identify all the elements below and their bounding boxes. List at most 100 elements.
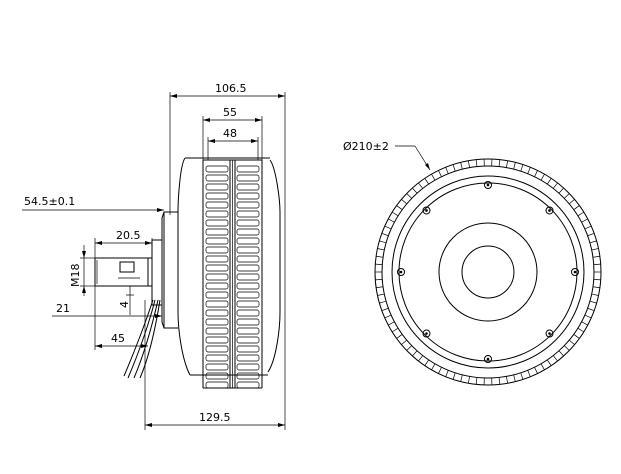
tread-block: [205, 336, 229, 344]
dimension-129-5: 129.5: [144, 300, 286, 430]
front-tread-tick: [424, 178, 430, 185]
tread-block: [205, 210, 229, 218]
front-tread-tick: [475, 159, 478, 167]
front-tread-tick: [381, 233, 389, 237]
bolt-hole: [484, 181, 492, 189]
front-tread-tick: [396, 205, 403, 210]
bolt-hole: [422, 329, 431, 338]
front-tread-tick: [506, 160, 508, 168]
front-tread-tick: [460, 374, 463, 382]
bolt-holes: [397, 181, 579, 363]
dim-4-text: 4: [118, 301, 131, 308]
tread-block: [205, 309, 229, 317]
tread-block: [205, 255, 229, 263]
front-tread-tick: [558, 187, 564, 194]
front-tread-tick: [558, 350, 564, 357]
front-tread-tick: [412, 350, 418, 357]
tread-block: [236, 354, 260, 362]
front-tread-tick: [577, 327, 585, 333]
dim-21-text: 21: [56, 302, 70, 315]
bolt-center: [486, 183, 490, 187]
front-tread-tick: [587, 307, 595, 311]
side-view: 106.5 55 48 54.5±0.1: [22, 82, 286, 430]
outer-tire-circle: [374, 158, 602, 386]
bolt-center: [399, 270, 403, 274]
front-tread-tick: [564, 193, 570, 199]
front-tread-ticks: [375, 159, 601, 385]
dimension-21: 21: [52, 302, 162, 318]
front-tread-tick: [520, 372, 524, 380]
rim-outer-circle: [391, 175, 585, 369]
tread-block: [236, 165, 260, 173]
bolt-center: [548, 209, 551, 212]
front-tread-tick: [391, 211, 399, 217]
front-tread-tick: [384, 314, 392, 319]
tread-block: [205, 354, 229, 362]
front-tread-tick: [520, 164, 524, 172]
tread-block: [236, 183, 260, 191]
tread-block: [236, 228, 260, 236]
rim-inner-circle: [398, 182, 578, 362]
front-tread-tick: [388, 218, 395, 223]
front-tread-tick: [552, 355, 558, 362]
front-tread-tick: [587, 233, 595, 237]
tread-block: [205, 345, 229, 353]
tire-inner-circle: [381, 165, 595, 379]
tread-block: [205, 381, 229, 389]
dim-m18-text: M18: [69, 264, 82, 288]
bolt-hole: [545, 329, 554, 338]
front-tread-tick: [424, 359, 430, 366]
bolt-center: [425, 209, 428, 212]
front-tread-tick: [592, 255, 600, 258]
front-tread-tick: [552, 182, 558, 189]
tread-block: [236, 219, 260, 227]
tread-block: [205, 327, 229, 335]
tread-block: [236, 246, 260, 254]
bolt-center: [548, 332, 551, 335]
front-tread-tick: [564, 345, 570, 351]
tread-block: [205, 246, 229, 254]
dim-55-text: 55: [223, 106, 237, 119]
front-tread-tick: [584, 225, 592, 230]
front-tread-tick: [513, 374, 516, 382]
front-tread-tick: [379, 300, 387, 304]
motor-cables: [123, 299, 161, 379]
bolt-center: [486, 357, 490, 361]
tread-block: [236, 192, 260, 200]
tread-block: [205, 273, 229, 281]
front-tread-tick: [401, 339, 408, 345]
front-tread-tick: [468, 160, 470, 168]
front-tread-tick: [376, 286, 384, 289]
tread-block: [205, 201, 229, 209]
front-tread-tick: [431, 173, 436, 181]
front-tread-tick: [418, 355, 424, 362]
tread-block: [236, 273, 260, 281]
axle-shaft: [94, 257, 148, 287]
dim-20-5-text: 20.5: [116, 229, 141, 242]
tread-block: [236, 291, 260, 299]
motor-body-outline: [177, 157, 281, 389]
bolt-hole: [422, 206, 431, 215]
front-tread-tick: [581, 321, 588, 326]
bolt-center: [425, 332, 428, 335]
tread-block: [205, 318, 229, 326]
front-tread-tick: [406, 345, 412, 351]
front-tread-tick: [498, 159, 501, 167]
dim-45-text: 45: [111, 332, 125, 345]
front-tread-tick: [591, 248, 599, 251]
tread-block: [205, 165, 229, 173]
tread-block: [205, 282, 229, 290]
front-tread-tick: [379, 240, 387, 244]
front-tread-tick: [388, 321, 395, 326]
front-tread-tick: [377, 293, 385, 296]
tread-block: [236, 264, 260, 272]
front-tread-tick: [418, 182, 424, 189]
front-tread-tick: [498, 377, 501, 385]
front-tread-tick: [445, 370, 449, 377]
tread-block: [236, 309, 260, 317]
front-tread-tick: [396, 334, 403, 339]
front-tread-tick: [431, 363, 436, 371]
dimension-55: 55: [202, 106, 263, 160]
front-tread-tick: [568, 199, 575, 205]
front-tread-tick: [391, 327, 399, 333]
